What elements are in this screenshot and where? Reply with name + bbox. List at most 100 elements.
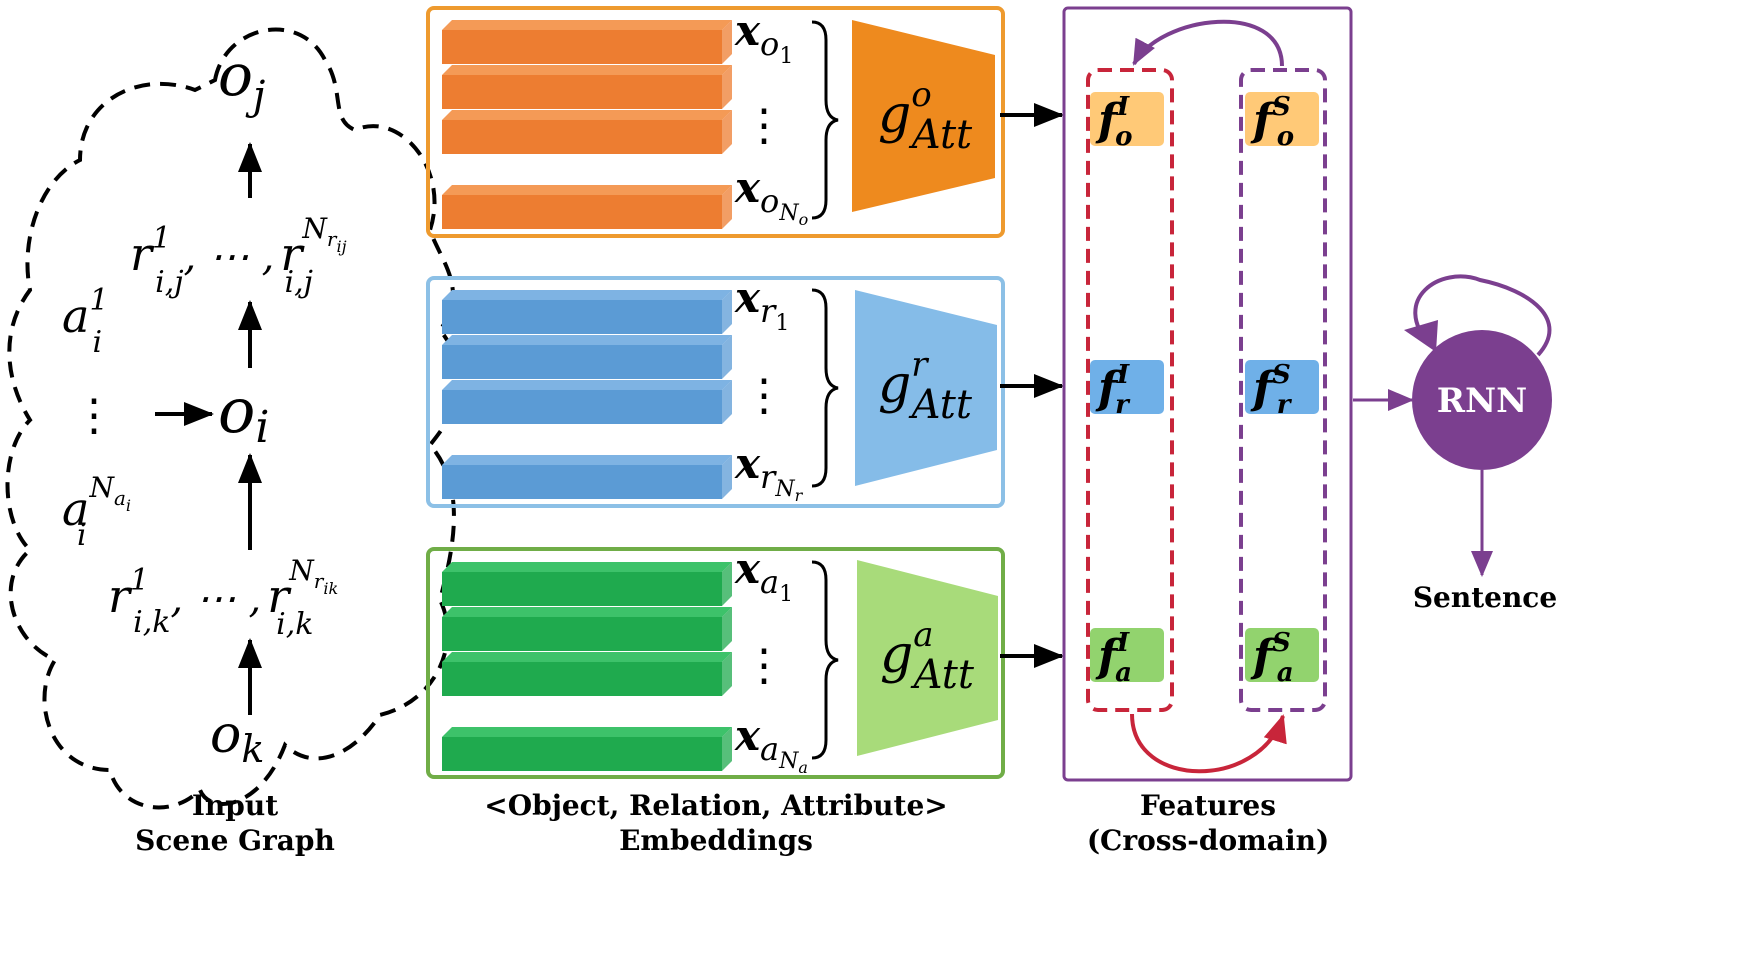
arrow-sentence-to-image	[1132, 19, 1284, 67]
feature-sentence-attribute-box	[1245, 628, 1319, 682]
relation-attention-module	[855, 290, 997, 486]
attribute-embedding-bar-side	[722, 727, 732, 771]
relation-embedding-bar-top	[442, 335, 732, 345]
attribute-embedding-bar-front	[442, 572, 722, 606]
attribute-embedding-bar	[442, 607, 732, 651]
relation-embedding-bar-front	[442, 300, 722, 334]
relation-embedding-bar-side	[722, 380, 732, 424]
scene-graph-caption-line1: Input	[192, 789, 278, 822]
node-o-j: oj	[218, 41, 265, 119]
relation-embedding-bar	[442, 380, 732, 424]
relation-embedding-bars	[442, 290, 732, 499]
rnn-recurrent-loop-head	[1404, 320, 1438, 352]
object-embedding-bar	[442, 65, 732, 109]
attribute-embedding-bar-top	[442, 652, 732, 662]
attribute-embedding-last-label: xaNa	[734, 711, 808, 777]
rnn-output-sentence: Sentence	[1413, 581, 1557, 614]
object-embedding-bar-top	[442, 185, 732, 195]
relation-embedding-bar-front	[442, 465, 722, 499]
attribute-embedding-vdots: ⋮	[742, 640, 786, 691]
object-embedding-bar	[442, 110, 732, 154]
attribute-embedding-bar-side	[722, 652, 732, 696]
relation-embedding-bar	[442, 290, 732, 334]
attribute-embedding-bar-side	[722, 607, 732, 651]
attribute-embedding-bar-front	[442, 617, 722, 651]
relation-embedding-bar-side	[722, 455, 732, 499]
features-border	[1062, 6, 1353, 782]
object-embedding-bar-front	[442, 120, 722, 154]
rnn-recurrent-loop	[1413, 274, 1552, 357]
attribute-embedding-bar-top	[442, 562, 732, 572]
object-embedding-bar-top	[442, 110, 732, 120]
relation-embedding-bar-front	[442, 345, 722, 379]
attribute-embedding-first-label: xa1	[734, 544, 793, 607]
object-embedding-bar-side	[722, 65, 732, 109]
feature-image-object-box	[1090, 92, 1164, 146]
attribute-embedding-bar-front	[442, 737, 722, 771]
object-embedding-bar-front	[442, 75, 722, 109]
features-caption-line2: (Cross-domain)	[1087, 824, 1329, 857]
relation-embedding-bar-side	[722, 335, 732, 379]
feature-image-relation-box	[1090, 360, 1164, 414]
relation-group-border	[426, 276, 1005, 508]
attribute-embedding-bars	[442, 562, 732, 771]
attribute-attention-module	[857, 560, 998, 756]
object-embedding-bar-side	[722, 20, 732, 64]
object-embedding-first-label: xo1	[734, 6, 793, 69]
relation-brace	[811, 288, 839, 488]
object-embedding-bar	[442, 20, 732, 64]
object-embedding-bar-side	[722, 110, 732, 154]
attribute-embedding-bar	[442, 652, 732, 696]
attribute-embedding-bar	[442, 562, 732, 606]
feature-image-attribute-box	[1090, 628, 1164, 682]
object-embedding-last-label: xoNo	[734, 163, 808, 229]
object-embedding-bar-front	[442, 195, 722, 229]
relation-embedding-bar-top	[442, 290, 732, 300]
relation-embedding-bar-side	[722, 290, 732, 334]
attribute-group-border	[426, 547, 1005, 779]
scene-graph-caption-line2: Scene Graph	[135, 824, 335, 857]
features-caption-line1: Features	[1140, 789, 1276, 822]
attribute-embedding-bar-top	[442, 607, 732, 617]
feature-sentence-relation-box	[1245, 360, 1319, 414]
attribute-embedding-bar-top	[442, 727, 732, 737]
embeddings-caption-line2: Embeddings	[619, 824, 813, 857]
relation-embedding-bar	[442, 335, 732, 379]
relation-embedding-bar-top	[442, 455, 732, 465]
object-group-border	[426, 6, 1005, 238]
relation-embedding-first-label: xr1	[734, 273, 789, 336]
object-embedding-bar-top	[442, 65, 732, 75]
relation-embedding-last-label: xrNr	[734, 439, 804, 505]
attribute-vdots: ⋮	[72, 390, 116, 441]
object-embedding-bar-side	[722, 185, 732, 229]
object-embedding-bar	[442, 185, 732, 229]
attribute-embedding-bar-front	[442, 662, 722, 696]
object-brace	[811, 20, 839, 220]
rnn-label: RNN	[1437, 381, 1527, 421]
relation-embedding-bar-top	[442, 380, 732, 390]
scene-graph-cloud-outline	[5, 27, 462, 810]
attribute-brace	[811, 560, 839, 760]
object-attention-module	[852, 20, 995, 212]
object-embedding-vdots: ⋮	[742, 100, 786, 151]
sentence-domain-column	[1239, 68, 1327, 712]
object-embedding-bars	[442, 20, 732, 229]
node-o-i: oi	[218, 374, 269, 453]
embeddings-caption-line1: <Object, Relation, Attribute>	[484, 789, 947, 822]
